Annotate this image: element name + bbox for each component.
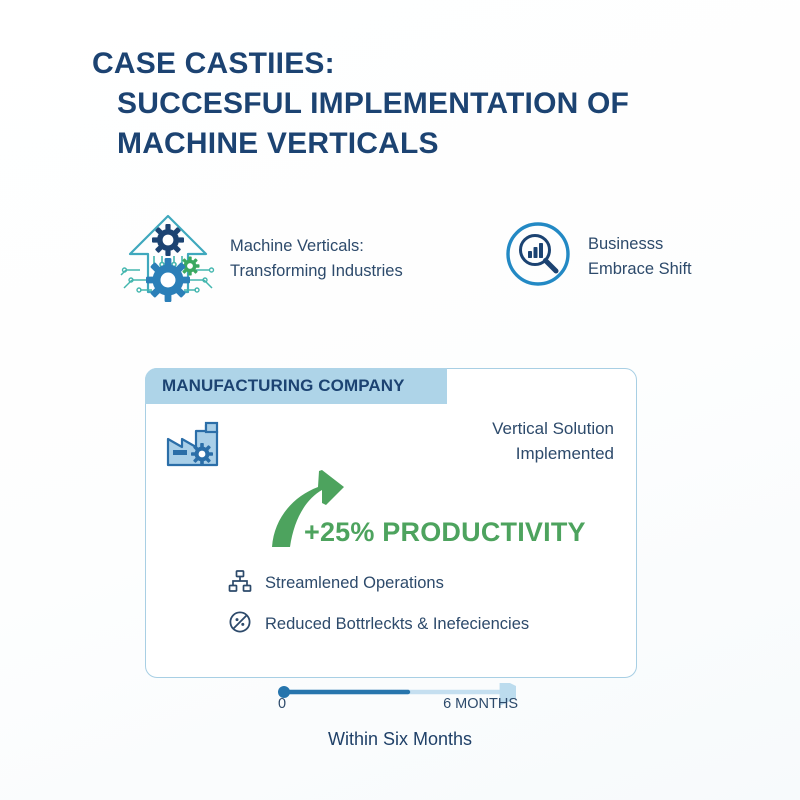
- productivity-metric: +25% PRODUCTIVITY: [304, 517, 586, 547]
- hierarchy-icon: [228, 569, 252, 598]
- magnifier-bar-chart-icon: [502, 218, 574, 295]
- timeline-start-label: 0: [278, 696, 287, 712]
- case-study-card: MANUFACTURING COMPANY: [145, 368, 637, 678]
- card-banner-label: MANUFACTURING COMPANY: [162, 376, 405, 395]
- list-item: Streamlened Operations: [228, 569, 529, 598]
- title-line-2: SUCCESFUL IMPLEMENTATION OF: [117, 86, 630, 120]
- feature-2-line-2: Embrace Shift: [588, 259, 692, 278]
- gear-arrow-circuit-icon: [120, 210, 216, 307]
- title-line-3: MACHINE VERTICALS: [117, 126, 439, 160]
- solution-line-1: Vertical Solution: [492, 419, 614, 438]
- title-line-1: CASE CASTIIES:: [92, 47, 335, 80]
- feature-machine-verticals-label: Machine Verticals: Transforming Industri…: [230, 234, 403, 283]
- feature-2-line-1: Businesss: [588, 235, 664, 254]
- feature-1-line-2: Transforming Industries: [230, 261, 403, 280]
- solution-line-2: Implemented: [515, 443, 614, 463]
- page-title: CASE CASTIIES: SUCCESFUL IMPLEMENTATION …: [92, 44, 732, 164]
- timeline-caption: Within Six Months: [327, 729, 473, 749]
- feature-1-line-1: Machine Verticals:: [230, 237, 364, 256]
- timeline-end-label: 6 MONTHS: [443, 696, 518, 712]
- card-banner: MANUFACTURING COMPANY: [145, 368, 447, 404]
- list-item-label: Reduced Bottrleckts & Inefeciencies: [265, 615, 530, 633]
- feature-row: Machine Verticals: Transforming Industri…: [120, 208, 740, 308]
- growth-arrow-icon: [270, 457, 390, 554]
- factory-icon: [165, 417, 227, 474]
- list-item: Reduced Bottrleckts & Inefeciencies: [228, 610, 529, 639]
- timeline[interactable]: [276, 677, 529, 707]
- solution-status-text: Vertical Solution Implemented: [492, 417, 614, 467]
- feature-business-shift: Businesss Embrace Shift: [502, 218, 692, 295]
- list-item-label: Streamlened Operations: [265, 574, 444, 592]
- feature-business-shift-label: Businesss Embrace Shift: [588, 232, 692, 281]
- feature-machine-verticals: Machine Verticals: Transforming Industri…: [120, 210, 403, 307]
- timeline-labels: 0 6 MONTHS: [274, 696, 518, 718]
- no-entry-icon: [228, 610, 252, 639]
- benefits-list: Streamlened Operations Reduced Bottrleck…: [228, 569, 529, 651]
